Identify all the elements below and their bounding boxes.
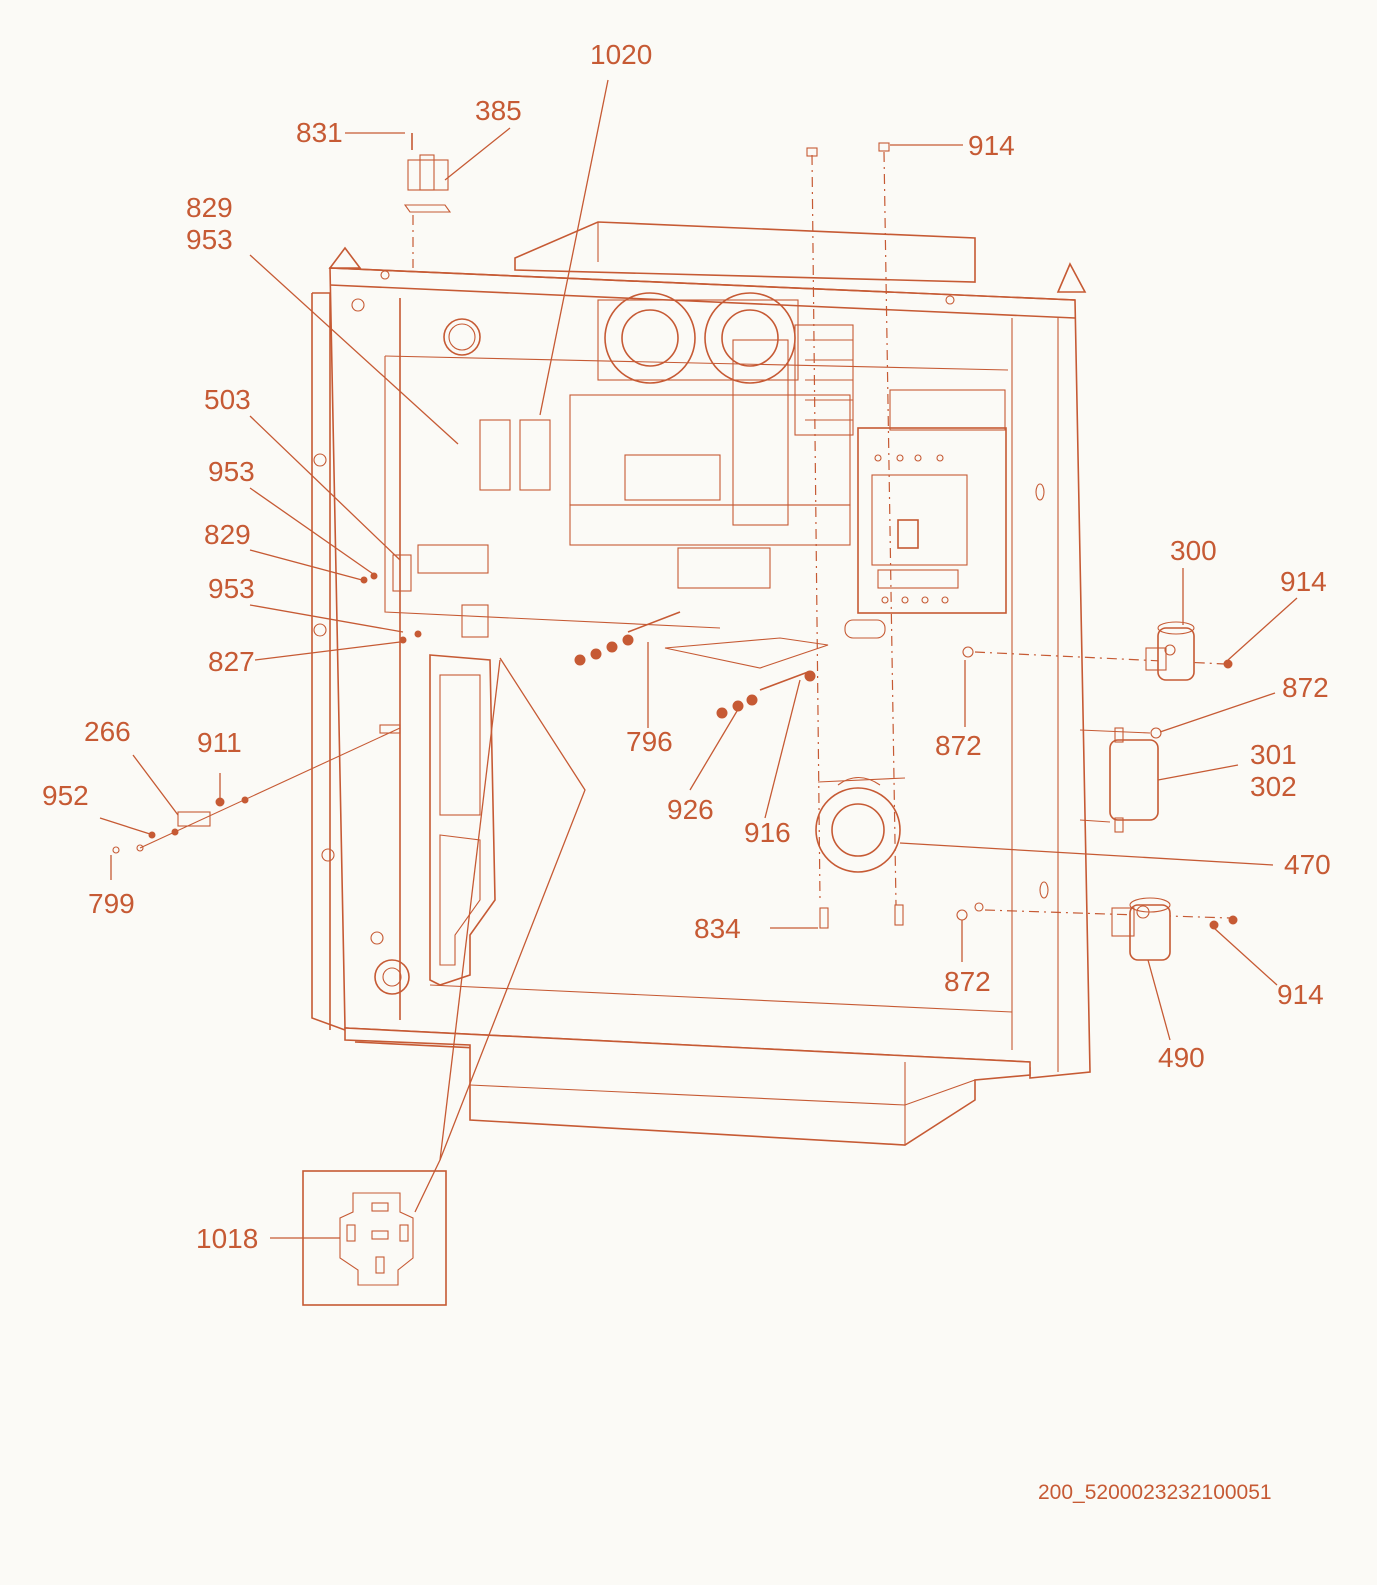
base-box	[344, 1027, 1031, 1146]
callout-952: 952	[42, 780, 89, 811]
callout-911: 911	[197, 727, 242, 758]
solenoid-490	[1111, 897, 1171, 961]
callout-300: 300	[1170, 535, 1217, 566]
callout-470: 470	[1284, 849, 1331, 880]
callout-872-c: 872	[944, 966, 991, 997]
callout-926: 926	[667, 794, 714, 825]
toroid-assembly	[569, 292, 854, 589]
rectifier-stack	[794, 324, 854, 436]
terminal-blocks	[392, 419, 551, 638]
callout-1018: 1018	[196, 1223, 259, 1254]
callout-914-bottom: 914	[1277, 979, 1324, 1010]
enclosure-frame	[311, 246, 1091, 1079]
callout-301: 301	[1250, 739, 1297, 770]
callout-953-b: 953	[208, 573, 255, 604]
callout-799: 799	[88, 888, 135, 919]
callout-829-b: 829	[204, 519, 251, 550]
drawing-code: 200_5200023232100051	[1038, 1481, 1272, 1504]
callout-831: 831	[296, 117, 343, 148]
top-cover	[514, 221, 976, 283]
solenoid-300	[1145, 621, 1195, 681]
callout-266: 266	[84, 716, 131, 747]
callout-302: 302	[1250, 771, 1297, 802]
callout-796: 796	[626, 726, 673, 757]
callout-914-top: 914	[968, 130, 1015, 161]
callout-490: 490	[1158, 1042, 1205, 1073]
choke-470	[815, 619, 906, 873]
part-385	[403, 133, 452, 268]
leader-lines	[99, 79, 1298, 1239]
callout-385: 385	[475, 95, 522, 126]
callout-953-a: 953	[208, 456, 255, 487]
shaft-hardware	[574, 611, 829, 719]
small-parts-left	[112, 572, 422, 854]
callout-872-a: 872	[935, 730, 982, 761]
contactor	[857, 389, 1007, 614]
callout-503: 503	[204, 384, 251, 415]
callout-953-top: 953	[186, 224, 233, 255]
callout-1020: 1020	[590, 39, 653, 70]
callout-914-right: 914	[1280, 566, 1327, 597]
callout-834: 834	[694, 913, 741, 944]
component-301-302	[1109, 727, 1159, 833]
callout-872-b: 872	[1282, 672, 1329, 703]
callout-916: 916	[744, 817, 791, 848]
callout-827: 827	[208, 646, 255, 677]
door-panel	[370, 654, 496, 995]
callout-829-top: 829	[186, 192, 233, 223]
